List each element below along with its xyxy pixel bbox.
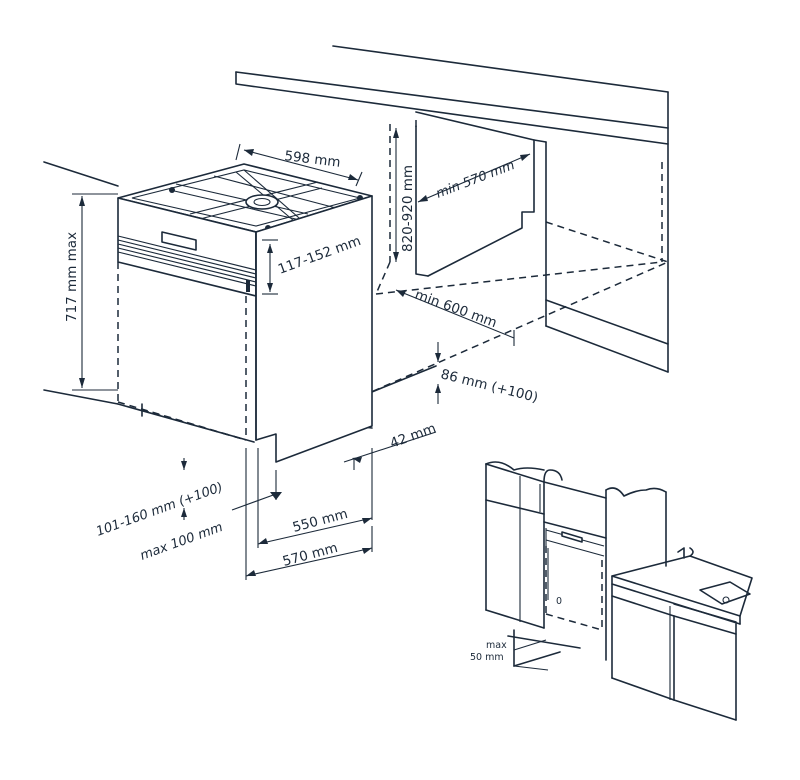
label-plinth-max-100: max 100 mm (138, 520, 225, 564)
label-gap-42: 42 mm (388, 420, 438, 451)
worktop (235, 45, 669, 373)
label-depth-min-570: min 570 mm (434, 158, 517, 202)
cabinet-opening (361, 111, 669, 397)
label-height-820-920: 820-920 mm (400, 165, 416, 252)
inset-kitchen: 0 max 50 mm (470, 461, 753, 721)
inset-label-50mm: 50 mm (470, 652, 504, 663)
floor-lines (43, 161, 437, 443)
inset-label-max: max (486, 640, 507, 651)
dimension-lines (72, 128, 531, 580)
label-depth-570: 570 mm (281, 540, 340, 570)
label-height-717-max: 717 mm max (64, 232, 80, 322)
label-depth-550: 550 mm (291, 506, 350, 536)
label-width-598: 598 mm (284, 148, 342, 171)
inset-zero-mark: 0 (556, 596, 562, 607)
label-gap-86: 86 mm (+100) (439, 366, 540, 406)
label-depth-min-600: min 600 mm (413, 287, 499, 331)
dishwasher (117, 163, 373, 463)
